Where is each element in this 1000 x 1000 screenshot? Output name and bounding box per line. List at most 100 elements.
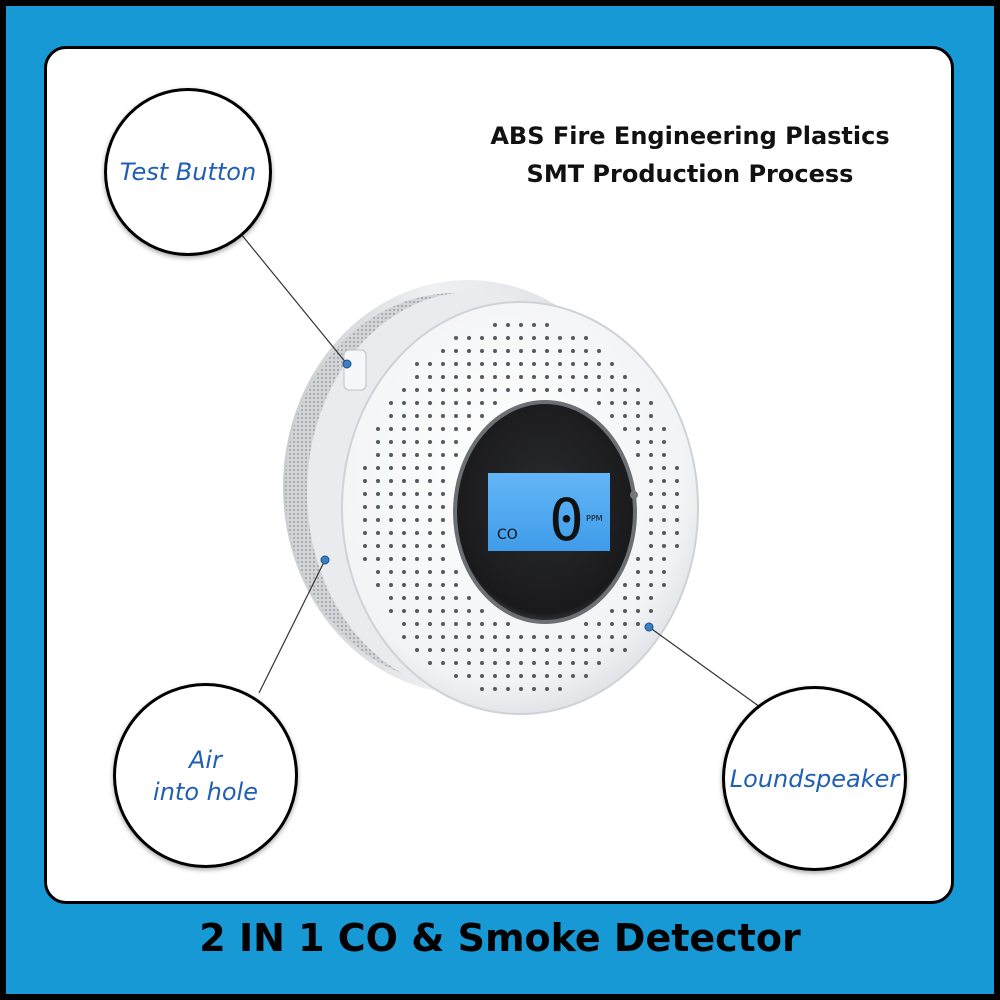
speaker-hole: [519, 336, 523, 340]
callout-leaders: [240, 233, 761, 708]
speaker-hole: [558, 674, 562, 678]
speaker-hole: [480, 609, 484, 613]
speaker-hole: [467, 674, 471, 678]
speaker-hole: [545, 661, 549, 665]
speaker-hole: [623, 635, 627, 639]
speaker-hole: [610, 635, 614, 639]
marker-test-button: [342, 359, 352, 369]
speaker-hole: [402, 596, 406, 600]
speaker-hole: [441, 401, 445, 405]
speaker-hole: [376, 492, 380, 496]
leader-test-button: [240, 233, 348, 365]
speaker-hole: [428, 362, 432, 366]
speaker-hole: [428, 388, 432, 392]
speaker-hole: [519, 648, 523, 652]
speaker-hole: [441, 479, 445, 483]
speaker-hole: [571, 648, 575, 652]
speaker-hole: [558, 388, 562, 392]
speaker-hole: [493, 674, 497, 678]
speaker-hole: [662, 531, 666, 535]
speaker-hole: [636, 427, 640, 431]
speaker-hole: [662, 505, 666, 509]
speaker-hole: [649, 427, 653, 431]
speaker-hole: [441, 505, 445, 509]
speaker-hole: [545, 674, 549, 678]
speaker-hole: [545, 375, 549, 379]
speaker-hole: [376, 440, 380, 444]
speaker-hole: [454, 414, 458, 418]
feature-headline: ABS Fire Engineering Plastics SMT Produc…: [440, 117, 940, 193]
callout-test-button-label: Test Button: [119, 158, 257, 186]
speaker-hole: [649, 570, 653, 574]
speaker-hole: [584, 622, 588, 626]
speaker-hole: [402, 479, 406, 483]
speaker-hole: [545, 323, 549, 327]
speaker-hole: [623, 388, 627, 392]
speaker-hole: [363, 557, 367, 561]
speaker-hole: [662, 440, 666, 444]
leader-loudspeaker: [648, 626, 761, 708]
speaker-hole: [649, 596, 653, 600]
speaker-hole: [454, 440, 458, 444]
speaker-hole: [493, 362, 497, 366]
speaker-hole: [415, 414, 419, 418]
callout-air-hole-label: Air into hole: [153, 745, 258, 806]
speaker-hole: [506, 661, 510, 665]
speaker-hole: [675, 505, 679, 509]
speaker-hole: [454, 648, 458, 652]
speaker-hole: [649, 453, 653, 457]
headline-line-1: ABS Fire Engineering Plastics: [490, 122, 890, 150]
speaker-hole: [545, 388, 549, 392]
speaker-hole: [402, 388, 406, 392]
speaker-hole: [441, 375, 445, 379]
speaker-hole: [454, 596, 458, 600]
speaker-hole: [415, 622, 419, 626]
speaker-hole: [545, 687, 549, 691]
speaker-hole: [428, 479, 432, 483]
speaker-hole: [454, 336, 458, 340]
speaker-hole: [467, 635, 471, 639]
speaker-hole: [558, 349, 562, 353]
speaker-hole: [532, 336, 536, 340]
speaker-hole: [402, 427, 406, 431]
speaker-hole: [441, 492, 445, 496]
speaker-hole: [493, 661, 497, 665]
speaker-hole: [363, 544, 367, 548]
speaker-hole: [428, 414, 432, 418]
speaker-hole: [415, 557, 419, 561]
display-unit: CO 0 PPM: [453, 400, 638, 624]
speaker-hole: [428, 661, 432, 665]
speaker-hole: [376, 466, 380, 470]
speaker-hole: [376, 453, 380, 457]
speaker-hole: [428, 544, 432, 548]
speaker-hole: [558, 687, 562, 691]
speaker-hole: [623, 414, 627, 418]
speaker-hole: [454, 635, 458, 639]
speaker-hole: [402, 570, 406, 574]
speaker-hole: [376, 479, 380, 483]
speaker-hole: [376, 557, 380, 561]
speaker-hole: [545, 336, 549, 340]
test-button[interactable]: [343, 349, 367, 391]
speaker-hole: [376, 427, 380, 431]
speaker-hole: [480, 349, 484, 353]
speaker-hole: [506, 336, 510, 340]
speaker-hole: [623, 648, 627, 652]
speaker-hole: [389, 583, 393, 587]
speaker-hole: [623, 583, 627, 587]
speaker-hole: [376, 544, 380, 548]
speaker-hole: [428, 505, 432, 509]
speaker-hole: [571, 375, 575, 379]
speaker-hole: [441, 596, 445, 600]
speaker-hole: [376, 531, 380, 535]
speaker-hole: [402, 492, 406, 496]
speaker-hole: [636, 609, 640, 613]
speaker-hole: [480, 622, 484, 626]
speaker-hole: [597, 622, 601, 626]
speaker-hole: [454, 349, 458, 353]
speaker-hole: [623, 609, 627, 613]
headline-line-2: SMT Production Process: [526, 160, 854, 188]
speaker-hole: [649, 544, 653, 548]
speaker-hole: [571, 674, 575, 678]
speaker-hole: [493, 349, 497, 353]
